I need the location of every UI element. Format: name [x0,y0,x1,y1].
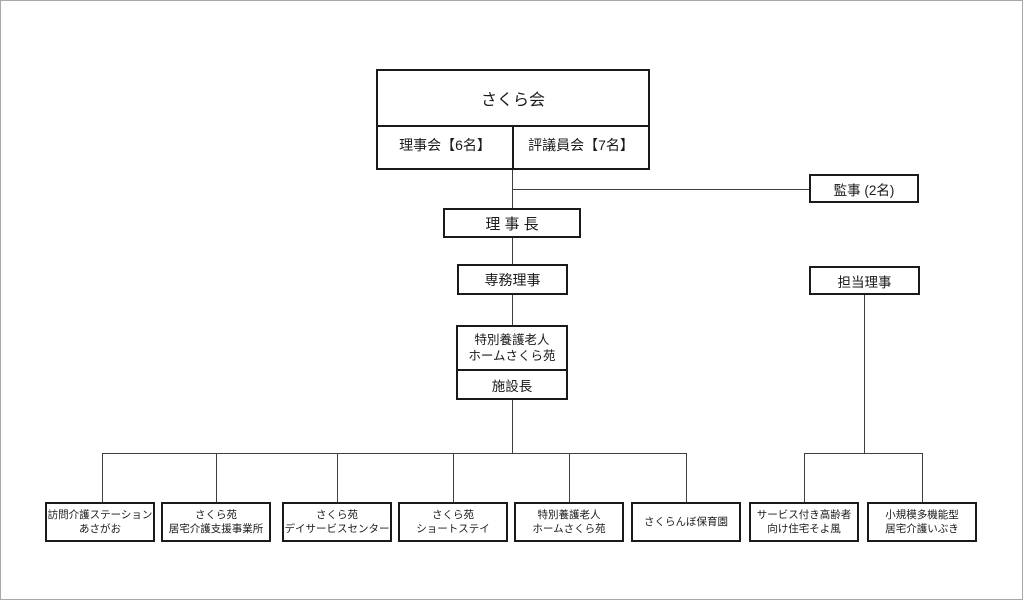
leaf-label-line: サービス付き高齢者 [756,508,852,521]
connector-line [686,453,687,502]
leaf-label-line: さくら苑 [432,508,474,521]
node-sakura-kai: さくら会 理事会【6名】 評議員会【7名】 [376,69,650,170]
org-root-title: さくら会 [378,71,648,127]
facility-head: 施設長 [491,378,533,394]
leaf-day-service-center: さくら苑 デイサービスセンター [282,502,392,542]
connector-line [512,400,513,453]
board-of-directors-cell: 理事会【6名】 [399,136,491,153]
node-director-in-charge: 担当理事 [809,266,920,295]
node-managing-director: 専務理事 [457,264,568,295]
leaf-nursery-school: さくらんぼ保育園 [631,502,741,542]
leaf-label-line: デイサービスセンター [284,523,390,535]
connector-line [512,189,809,190]
leaf-small-multifunction-care: 小規模多機能型 居宅介護いぶき [867,502,977,542]
leaf-label-line: 居宅介護いぶき [885,523,959,535]
leaf-label-line: 特別養護老人 [537,508,601,521]
connector-line [216,453,217,502]
leaf-senior-housing: サービス付き高齢者 向け住宅そよ風 [749,502,859,542]
leaf-visiting-care-station: 訪問介護ステーション あさがお [45,502,155,542]
connector-line [337,453,338,502]
connector-line [864,295,865,453]
leaf-home-care-support-office: さくら苑 居宅介護支援事業所 [161,502,271,542]
connector-line [453,453,454,502]
leaf-short-stay: さくら苑 ショートステイ [398,502,508,542]
leaf-label-line: あさがお [79,523,121,535]
leaf-label-line: 小規模多機能型 [885,508,959,521]
node-nursing-home-facility: 特別養護老人 ホームさくら苑 施設長 [456,325,568,400]
connector-line [512,295,513,325]
leaf-label-line: さくら苑 [195,508,237,521]
node-auditor: 監事 (2名) [809,174,919,203]
facility-name: 特別養護老人 ホームさくら苑 [458,327,566,371]
connector-line [102,453,103,502]
connector-line [922,453,923,502]
connector-line [804,453,805,502]
leaf-label-line: 居宅介護支援事業所 [168,523,264,535]
leaf-label-line: さくら苑 [316,508,358,521]
connector-line [569,453,570,502]
org-root-subrow: 理事会【6名】 評議員会【7名】 [378,127,648,168]
facility-name-line1: 特別養護老人 [474,332,550,347]
leaf-label-line: 向け住宅そよ風 [767,523,841,535]
connector-line [512,238,513,264]
connector-line [804,453,923,454]
leaf-label-line: 訪問介護ステーション [47,508,153,521]
leaf-label-line: ショートステイ [416,523,490,535]
connector-line [102,453,687,454]
leaf-label-line: さくらんぼ保育園 [644,515,728,528]
node-chairman: 理 事 長 [443,208,581,238]
council-cell: 評議員会【7名】 [512,127,648,168]
facility-name-line2: ホームさくら苑 [468,349,556,363]
leaf-nursing-home: 特別養護老人 ホームさくら苑 [514,502,624,542]
leaf-label-line: ホームさくら苑 [532,523,606,535]
